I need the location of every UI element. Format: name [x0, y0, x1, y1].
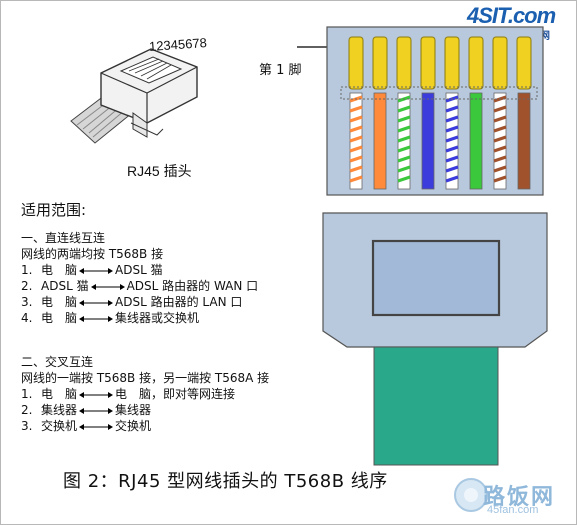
double-arrow-icon	[79, 267, 114, 274]
connection-row: 1. 电 脑 电 脑，即对等网连接	[21, 386, 269, 402]
straight-subheading: 网线的两端均按 T568B 接	[21, 247, 164, 261]
device-left: 交换机	[41, 419, 78, 433]
connection-row: 3. 交换机 交换机	[21, 418, 269, 434]
device-left: 集线器	[41, 403, 78, 417]
wire-pin-4	[420, 36, 436, 190]
row-number: 3.	[21, 419, 33, 433]
row-number: 2.	[21, 279, 33, 293]
crossover-rows: 1. 电 脑 电 脑，即对等网连接 2. 集线器 集线器 3. 交换机 交换机	[21, 386, 269, 434]
double-arrow-icon	[79, 407, 114, 414]
connector-window	[371, 239, 501, 317]
wire-group	[340, 36, 538, 190]
plug-body	[100, 48, 198, 138]
double-arrow-icon	[79, 299, 114, 306]
device-left: 电 脑	[41, 295, 78, 309]
connection-row: 4. 电 脑 集线器或交换机	[21, 310, 258, 326]
row-number: 2.	[21, 403, 33, 417]
double-arrow-icon	[79, 315, 114, 322]
straight-rows: 1. 电 脑 ADSL 猫 2. ADSL 猫 ADSL 路由器的 WAN 口 3. 电 脑 A…	[21, 262, 258, 326]
plug-pin-numbers: 12345678	[148, 35, 208, 54]
device-right: 交换机	[115, 419, 152, 433]
row-number: 1.	[21, 387, 33, 401]
pin1-pointer	[297, 43, 349, 51]
connection-row: 1. 电 脑 ADSL 猫	[21, 262, 258, 278]
double-arrow-icon	[90, 283, 125, 290]
cable-jacket	[373, 346, 499, 466]
crossover-subheading: 网线的一端按 T568B 接，另一端按 T568A 接	[21, 371, 270, 385]
site-logo-text: 路饭网	[483, 485, 556, 510]
scope-title: 适用范围:	[21, 201, 87, 219]
connector-latch-body	[322, 212, 548, 348]
row-number: 4.	[21, 311, 33, 325]
wire-pin-3	[396, 36, 412, 190]
wire-pin-5	[444, 36, 460, 190]
row-number: 3.	[21, 295, 33, 309]
connector-housing	[326, 26, 544, 196]
wire-pin-2	[372, 36, 388, 190]
row-number: 1.	[21, 263, 33, 277]
connection-row: 2. 集线器 集线器	[21, 402, 269, 418]
double-arrow-icon	[79, 423, 114, 430]
pin1-label: 第 1 脚	[259, 63, 302, 78]
straight-heading: 一、直连线互连	[21, 231, 106, 245]
device-left: 电 脑	[41, 387, 78, 401]
site-watermark-subtitle: 电脑软硬件应用网	[463, 31, 551, 42]
connection-row: 2. ADSL 猫 ADSL 路由器的 WAN 口	[21, 278, 258, 294]
crossover-heading: 二、交叉互连	[21, 355, 94, 369]
straight-through-section: 一、直连线互连 网线的两端均按 T568B 接 1. 电 脑 ADSL 猫 2. ADS…	[21, 230, 258, 326]
wire-pin-8	[516, 36, 532, 190]
plug-caption: RJ45 插头	[127, 163, 192, 179]
crimp-line	[340, 86, 538, 100]
device-right: 集线器或交换机	[115, 311, 200, 325]
wire-pin-1	[348, 36, 364, 190]
device-right: 电 脑，即对等网连接	[115, 387, 236, 401]
wire-pin-7	[492, 36, 508, 190]
device-right: ADSL 路由器的 WAN 口	[126, 279, 259, 293]
device-left: ADSL 猫	[41, 279, 89, 293]
connection-row: 3. 电 脑 ADSL 路由器的 LAN 口	[21, 294, 258, 310]
device-left: 电 脑	[41, 263, 78, 277]
device-right: ADSL 路由器的 LAN 口	[115, 295, 243, 309]
plug-cable	[70, 88, 138, 144]
wire-pin-6	[468, 36, 484, 190]
figure-caption: 图 2：RJ45 型网线插头的 T568B 线序	[63, 471, 388, 492]
site-watermark: 4SIT.com	[467, 3, 556, 28]
double-arrow-icon	[79, 391, 114, 398]
device-right: ADSL 猫	[115, 263, 163, 277]
site-logo-url: 45fan.com	[487, 504, 539, 516]
device-left: 电 脑	[41, 311, 78, 325]
device-right: 集线器	[115, 403, 152, 417]
crossover-section: 二、交叉互连 网线的一端按 T568B 接，另一端按 T568A 接 1. 电 脑…	[21, 354, 269, 434]
